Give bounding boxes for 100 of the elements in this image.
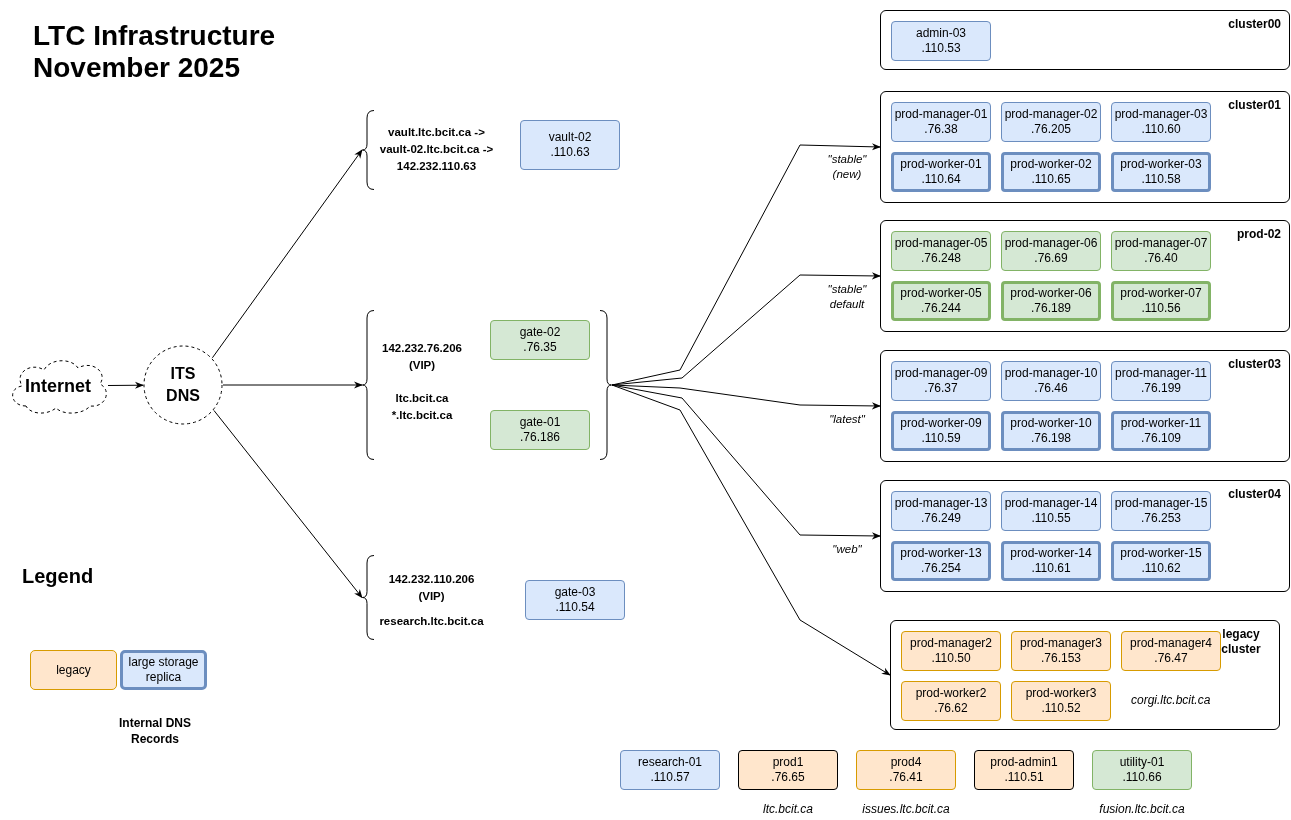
ip-address: .76.205 xyxy=(1030,122,1071,137)
host-name: prod-worker-05 xyxy=(900,286,982,301)
ip-address: .76.189 xyxy=(1030,301,1071,316)
node-label: ltc.bcit.ca *.ltc.bcit.ca xyxy=(390,391,454,423)
ip-address: .76.248 xyxy=(920,251,961,266)
server-box xyxy=(1011,631,1111,671)
host-name: gate-02 xyxy=(519,325,561,340)
arrow xyxy=(213,409,363,599)
legend-swatch: legacy xyxy=(30,650,117,690)
server-box xyxy=(891,491,991,531)
ip-address: .76.244 xyxy=(920,301,961,316)
host-name: gate-03 xyxy=(554,585,596,600)
ip-address: .110.66 xyxy=(1122,770,1162,785)
server-box xyxy=(1111,231,1211,271)
node-label: vault.ltc.bcit.ca -> vault-02.ltc.bcit.ca -> 142.232.110.63 xyxy=(378,125,495,174)
arrow xyxy=(107,381,144,389)
host-name: prod-manager-05 xyxy=(894,236,988,251)
server-box xyxy=(1001,361,1101,401)
server-box xyxy=(891,152,991,192)
ip-address: .76.153 xyxy=(1040,651,1081,666)
ip-address: .110.65 xyxy=(1031,172,1071,187)
ip-address: .110.59 xyxy=(921,431,961,446)
server-box xyxy=(1001,152,1101,192)
host-name: prod-worker-15 xyxy=(1120,546,1202,561)
node-label: research.ltc.bcit.ca xyxy=(378,614,485,629)
ip-address: .110.50 xyxy=(931,651,971,666)
host-name: prod-worker-07 xyxy=(1120,286,1202,301)
ip-address: .76.199 xyxy=(1140,381,1181,396)
server-box xyxy=(1111,411,1211,451)
host-name: prod-worker-03 xyxy=(1120,157,1202,172)
ip-address: .76.41 xyxy=(889,770,923,785)
server-box xyxy=(620,750,720,790)
ip-address: .76.47 xyxy=(1154,651,1188,666)
host-name: prod-manager3 xyxy=(1019,636,1103,651)
host-name: prod4 xyxy=(890,755,922,770)
ip-address: .76.35 xyxy=(523,340,557,355)
ip-address: .110.62 xyxy=(1141,561,1181,576)
server-box xyxy=(520,120,620,170)
host-name: prod-worker-06 xyxy=(1010,286,1092,301)
host-name: prod-manager-11 xyxy=(1115,366,1207,381)
arrow xyxy=(611,384,891,676)
host-name: prod-worker2 xyxy=(915,686,987,701)
arrow xyxy=(611,272,881,386)
node-label: 142.232.110.206 (VIP) xyxy=(387,572,476,604)
ip-address: .76.40 xyxy=(1144,251,1178,266)
server-box xyxy=(891,281,991,321)
server-box xyxy=(1111,491,1211,531)
cluster-title: legacy cluster xyxy=(1220,627,1262,657)
cluster-container xyxy=(880,10,1290,70)
host-name: prod-worker3 xyxy=(1025,686,1097,701)
cluster-container xyxy=(890,620,1280,730)
server-box xyxy=(1111,361,1211,401)
arrow xyxy=(222,381,363,389)
ip-address: .76.65 xyxy=(771,770,805,785)
ip-address: .110.54 xyxy=(555,600,595,615)
host-name: prod-manager-10 xyxy=(1004,366,1098,381)
server-box xyxy=(1111,541,1211,581)
server-box xyxy=(1001,541,1101,581)
server-box xyxy=(974,750,1074,790)
server-box xyxy=(1001,411,1101,451)
cluster-container xyxy=(880,350,1290,462)
host-name: prod-manager-07 xyxy=(1114,236,1208,251)
host-name: research-01 xyxy=(638,755,702,770)
cluster-container xyxy=(880,91,1290,203)
server-box xyxy=(1001,231,1101,271)
host-name: prod-admin1 xyxy=(990,755,1058,770)
cluster-title: prod-02 xyxy=(1237,227,1281,242)
host-name: prod-manager-09 xyxy=(894,366,988,381)
server-box xyxy=(1121,631,1221,671)
ip-address: .76.249 xyxy=(920,511,961,526)
server-box xyxy=(891,541,991,581)
server-box xyxy=(901,631,1001,671)
node-label: Internet xyxy=(24,374,92,397)
ip-address: .76.109 xyxy=(1140,431,1181,446)
ip-address: .110.64 xyxy=(921,172,961,187)
server-box xyxy=(1001,491,1101,531)
host-name: prod-manager-01 xyxy=(894,107,988,122)
host-name: prod-manager2 xyxy=(909,636,993,651)
server-box xyxy=(891,231,991,271)
host-name: prod-worker-01 xyxy=(900,157,982,172)
host-name: prod-manager4 xyxy=(1129,636,1213,651)
caption-text: Internal DNS Records xyxy=(118,715,192,747)
ip-address: .76.198 xyxy=(1030,431,1071,446)
ip-address: .76.186 xyxy=(519,430,560,445)
cluster-container xyxy=(880,480,1290,592)
diagram-title: LTC Infrastructure November 2025 xyxy=(33,20,277,84)
ip-address: .76.254 xyxy=(920,561,961,576)
ip-address: .76.38 xyxy=(924,122,958,137)
cluster-container xyxy=(880,220,1290,332)
node-label: 142.232.76.206 (VIP) xyxy=(381,341,463,373)
host-name: prod-worker-14 xyxy=(1010,546,1092,561)
server-box xyxy=(891,21,991,61)
server-box xyxy=(1001,102,1101,142)
ip-address: .110.52 xyxy=(1041,701,1081,716)
ip-address: .76.37 xyxy=(924,381,958,396)
ip-address: .110.51 xyxy=(1004,770,1044,785)
ip-address: .76.62 xyxy=(934,701,968,716)
host-name: admin-03 xyxy=(916,26,966,41)
ip-address: .110.53 xyxy=(921,41,961,56)
ip-address: .110.56 xyxy=(1141,301,1181,316)
